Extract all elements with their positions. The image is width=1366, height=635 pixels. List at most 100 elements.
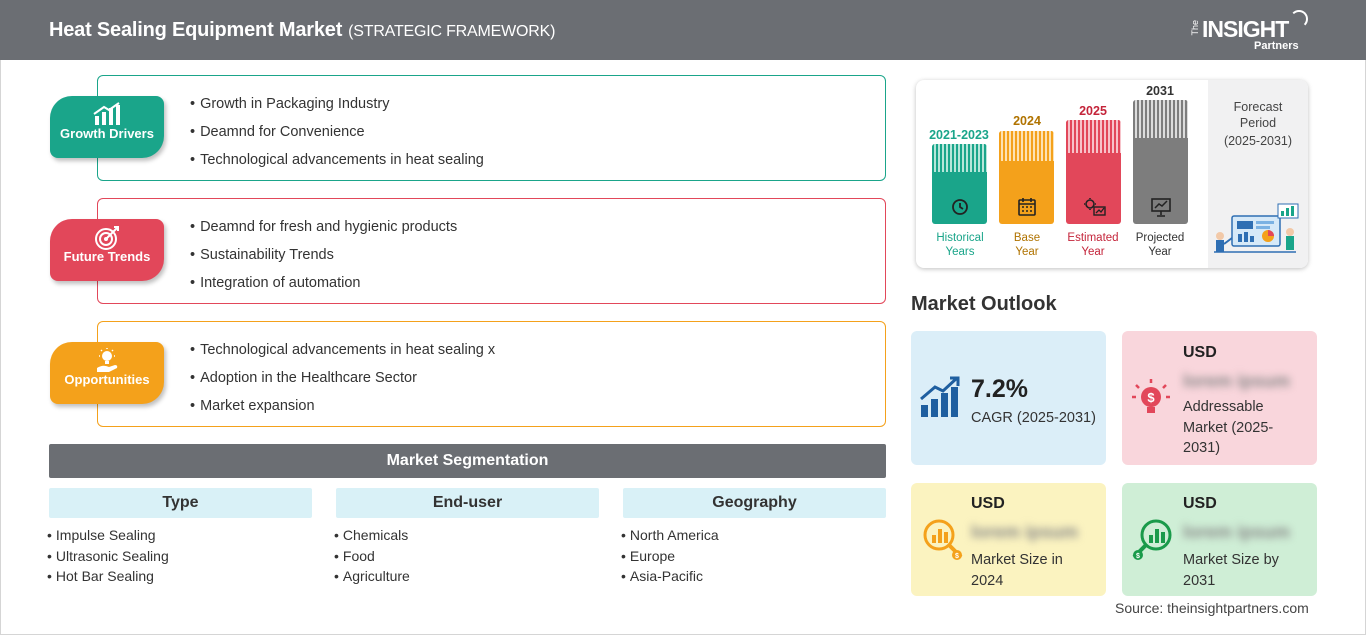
page-title: Heat Sealing Equipment Market(STRATEGIC … [49, 19, 555, 42]
label-line-2: Years [945, 246, 975, 258]
segment-geography: Geography North America Europe Asia-Paci… [623, 488, 886, 589]
gear-chart-icon [1082, 196, 1106, 218]
cagr-card: 7.2% CAGR (2025-2031) [911, 331, 1106, 465]
analytics-illustration-icon [1210, 202, 1300, 263]
segment-end-user-title: End-user [336, 488, 599, 518]
forecast-line-3: (2025-2031) [1223, 134, 1293, 148]
magnifier-chart-icon: $ [919, 515, 965, 566]
header-bar: Heat Sealing Equipment Market(STRATEGIC … [0, 0, 1366, 60]
growth-drivers-badge: Growth Drivers [50, 96, 164, 158]
label-line-2: Year [1015, 246, 1039, 258]
bar-stripes [999, 131, 1054, 161]
title-text: Heat Sealing Equipment Market [49, 19, 343, 41]
blurred-value: lorem ipsum [1183, 371, 1291, 391]
history-icon [948, 196, 972, 218]
bar-stripes [932, 144, 987, 172]
usd-label: USD [1183, 495, 1217, 512]
lightbulb-hand-icon [50, 342, 164, 372]
list-item: Agriculture [334, 568, 599, 589]
market-segmentation-header: Market Segmentation [49, 444, 886, 478]
bar-stripes [1066, 120, 1121, 153]
opportunities-box: Technological advancements in heat seali… [97, 321, 886, 427]
bar-projected [1133, 100, 1188, 224]
svg-text:$: $ [1136, 553, 1140, 560]
label-line-3: 2031) [1183, 440, 1221, 456]
bar-base [999, 131, 1054, 224]
segment-type: Type Impulse Sealing Ultrasonic Sealing … [49, 488, 312, 589]
forecast-line-2: Period [1239, 116, 1277, 130]
list-item: Deamnd for fresh and hygienic products [190, 219, 457, 247]
label-line-1: Base [1013, 232, 1041, 244]
growth-drivers-box: Growth in Packaging Industry Deamnd for … [97, 75, 886, 181]
label-line-1: Historical [936, 232, 984, 244]
timeline-card: Forecast Period (2025-2031) 2021-2023 Hi… [916, 80, 1308, 268]
addressable-market-card: $ USD lorem ipsum Addressable Market (20… [1122, 331, 1317, 465]
svg-text:$: $ [1147, 390, 1155, 405]
list-item: Technological advancements in heat seali… [190, 152, 484, 180]
growth-drivers-list: Growth in Packaging Industry Deamnd for … [190, 96, 484, 180]
label-line-2: Year [1148, 246, 1172, 258]
cagr-label: CAGR (2025-2031) [971, 410, 1096, 426]
list-item: Ultrasonic Sealing [47, 548, 312, 569]
year-base: 2024 [1013, 114, 1041, 128]
list-item: Technological advancements in heat seali… [190, 342, 495, 370]
magnifier-chart-icon: $ [1130, 515, 1176, 566]
market-outlook-title: Market Outlook [911, 293, 1057, 316]
label-line-2: Market (2025- [1183, 419, 1274, 436]
label-line-1: Market Size by [1183, 552, 1279, 568]
logo-the: The [1190, 20, 1200, 36]
insight-partners-logo[interactable]: The INSIGHT Partners [1190, 10, 1310, 54]
badge-label: Opportunities [64, 372, 150, 387]
label-line-2: 2024 [971, 572, 1004, 589]
segment-geography-title: Geography [623, 488, 886, 518]
opportunities-list: Technological advancements in heat seali… [190, 342, 495, 426]
list-item: Market expansion [190, 398, 495, 426]
growth-chart-icon [919, 375, 963, 424]
target-icon [50, 219, 164, 250]
list-item: Hot Bar Sealing [47, 568, 312, 589]
year-estimated: 2025 [1079, 104, 1107, 118]
forecast-period-label: Forecast Period (2025-2031) [1208, 99, 1308, 149]
blurred-value: lorem ipsum [971, 522, 1079, 542]
list-item: Integration of automation [190, 275, 457, 303]
segment-type-list: Impulse Sealing Ultrasonic Sealing Hot B… [47, 527, 312, 589]
list-item: Europe [621, 548, 886, 569]
forecast-line-1: Forecast [1233, 100, 1283, 114]
market-size-2031-label: Market Size by 2031 [1183, 550, 1279, 591]
lightbulb-dollar-icon: $ [1130, 377, 1172, 426]
logo-partners: Partners [1254, 40, 1299, 52]
future-trends-list: Deamnd for fresh and hygienic products S… [190, 219, 457, 303]
label-line-2: 2031 [1183, 572, 1216, 589]
year-historical: 2021-2023 [929, 128, 989, 142]
opportunities-badge: Opportunities [50, 342, 164, 404]
list-item: Adoption in the Healthcare Sector [190, 370, 495, 398]
list-item: Chemicals [334, 527, 599, 548]
logo-insight: INSIGHT [1202, 16, 1289, 42]
outlook-title-text: Market Outlook [911, 293, 1057, 315]
segment-end-user: End-user Chemicals Food Agriculture [336, 488, 599, 589]
svg-text:$: $ [955, 553, 959, 560]
list-item: Food [334, 548, 599, 569]
usd-label: USD [1183, 344, 1217, 361]
addressable-label: Addressable Market (2025- 2031) [1183, 397, 1273, 459]
market-size-2031-card: $ USD lorem ipsum Market Size by 2031 [1122, 483, 1317, 596]
list-item: North America [621, 527, 886, 548]
bar-estimated [1066, 120, 1121, 224]
source-text: Source: theinsightpartners.com [1115, 600, 1309, 616]
bar-historical [932, 144, 987, 224]
bar-stripes [1133, 100, 1188, 138]
list-item: Impulse Sealing [47, 527, 312, 548]
usd-label: USD [971, 495, 1005, 512]
calendar-icon [1015, 196, 1039, 218]
label-line-1: Estimated [1067, 232, 1119, 244]
presentation-icon [1149, 196, 1173, 218]
market-size-2024-card: $ USD lorem ipsum Market Size in 2024 [911, 483, 1106, 596]
market-size-2024-label: Market Size in 2024 [971, 550, 1063, 591]
label-line-1: Projected [1135, 232, 1185, 244]
list-item: Deamnd for Convenience [190, 124, 484, 152]
future-trends-badge: Future Trends [50, 219, 164, 281]
